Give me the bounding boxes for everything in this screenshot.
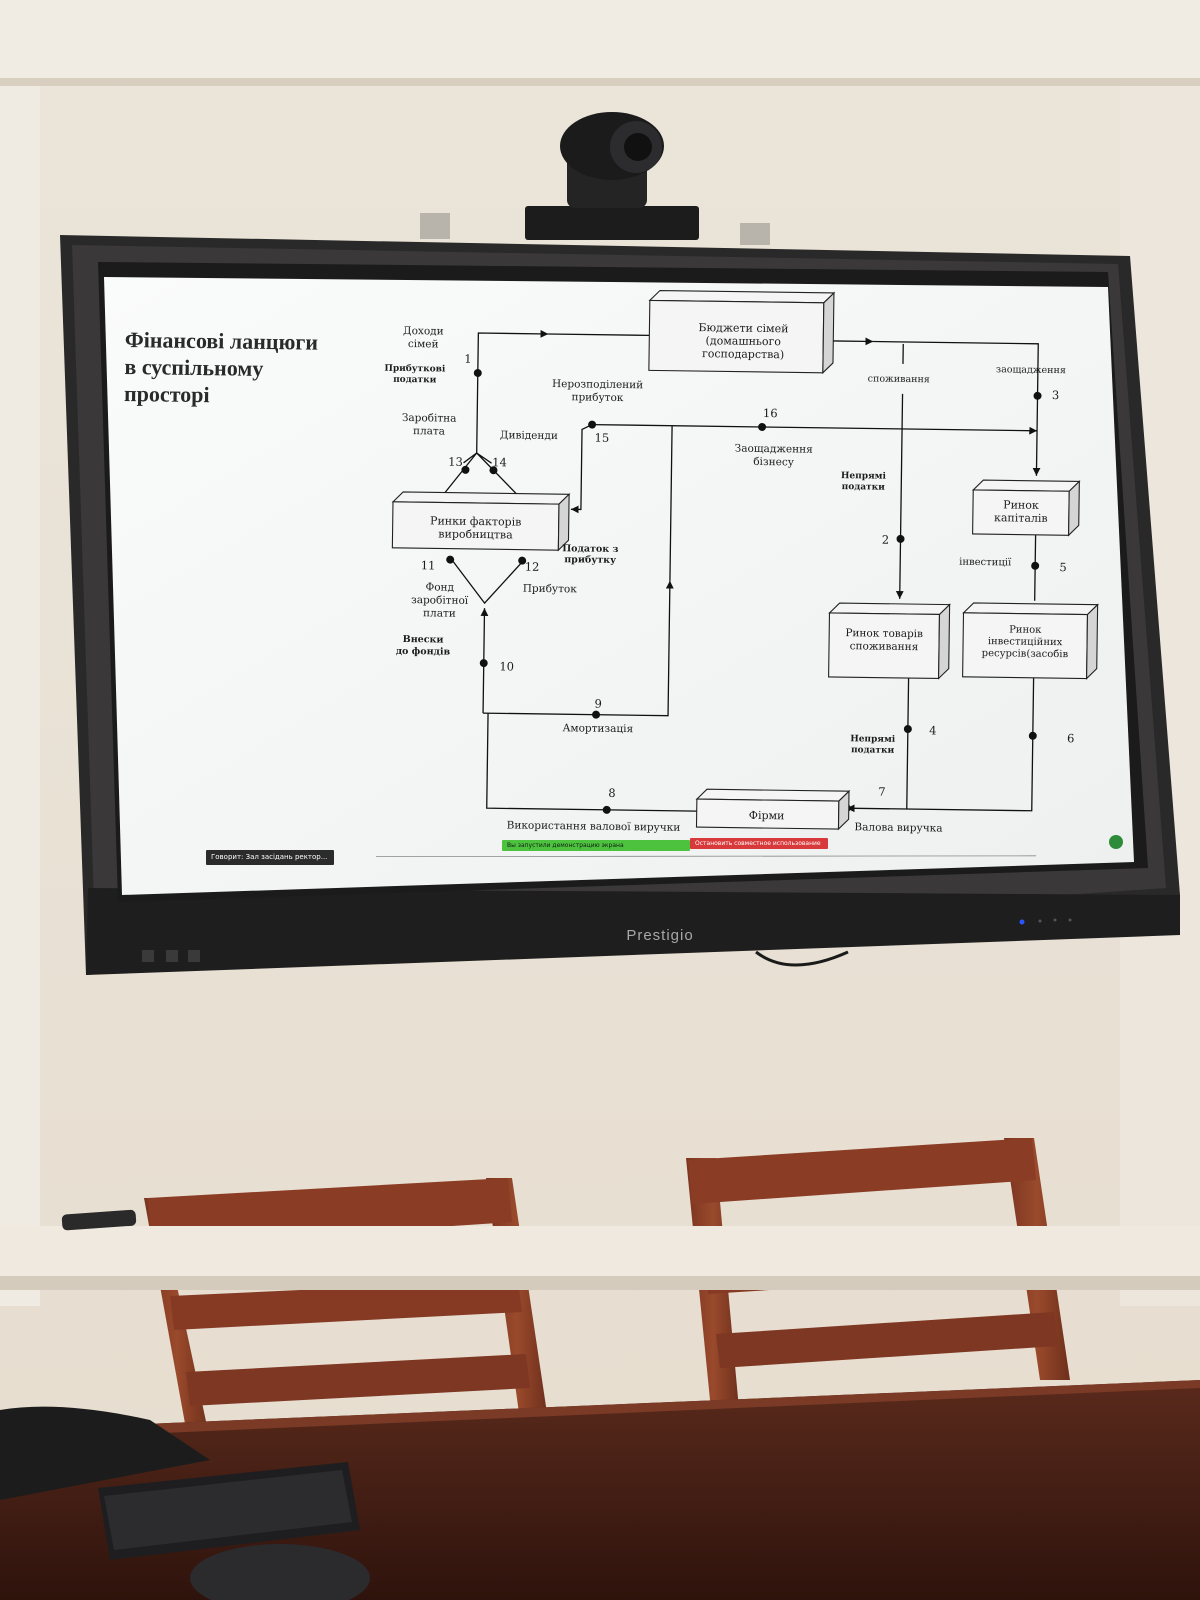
monitor bbox=[60, 235, 1180, 975]
node-dot bbox=[1031, 561, 1040, 570]
dividends-label: Дивіденди bbox=[500, 429, 558, 442]
screen-sharing-banner: Вы запустили демонстрацию экрана bbox=[502, 840, 690, 851]
flow-diagram bbox=[376, 289, 1099, 858]
capital-market-box-label: Риноккапіталів bbox=[994, 498, 1048, 525]
node-number: 5 bbox=[1059, 560, 1067, 574]
investment-market-box-label: Ринокінвестиційнихресурсів(засобів bbox=[982, 624, 1069, 660]
mouse bbox=[190, 1544, 370, 1600]
indirect-taxes-label: Непряміподатки bbox=[841, 471, 887, 493]
speaker-indicator: Говорит: Зал засідань ректор... bbox=[206, 850, 334, 865]
slide-title: Фінансові ланцюги в суспільному просторі bbox=[123, 326, 319, 408]
share-status-icon bbox=[1109, 835, 1123, 849]
households-box-label: Бюджети сімей(домашньогогосподарства) bbox=[698, 321, 789, 361]
node-number: 16 bbox=[763, 406, 778, 420]
node-dot bbox=[1028, 731, 1037, 740]
business-savings-label: Заощадженнябізнесу bbox=[734, 443, 813, 469]
remote-control bbox=[61, 1209, 137, 1231]
diagram-text: Бюджети сімей(домашньогогосподарства) Рин… bbox=[384, 321, 1075, 834]
node-number: 8 bbox=[608, 786, 616, 800]
node-number: 12 bbox=[525, 560, 540, 574]
wage-fund-label: Фондзаробітноїплати bbox=[411, 581, 469, 620]
node-number: 10 bbox=[499, 659, 514, 673]
node-number: 13 bbox=[448, 455, 463, 469]
screen bbox=[104, 277, 1134, 895]
node-dot bbox=[602, 805, 611, 814]
conference-camera bbox=[420, 112, 770, 245]
node-dot bbox=[896, 534, 905, 543]
depreciation-label: Амортизація bbox=[562, 722, 633, 735]
node-dot bbox=[758, 422, 767, 431]
node-dot bbox=[461, 465, 470, 474]
node-dot bbox=[588, 420, 597, 429]
node-dot bbox=[518, 556, 527, 565]
gross-revenue-use-label: Використання валової виручки bbox=[507, 819, 681, 833]
gross-revenue-label: Валова виручка bbox=[854, 821, 942, 834]
income-tax-label: Прибутковіподатки bbox=[384, 363, 446, 386]
node-dot bbox=[489, 466, 498, 475]
monitor-brand: Prestigio bbox=[626, 927, 693, 944]
node-number: 14 bbox=[492, 455, 507, 469]
alcove-left-edge bbox=[0, 86, 40, 1306]
node-number: 15 bbox=[594, 431, 609, 445]
stop-sharing-button[interactable]: Остановить совместное использование bbox=[690, 838, 828, 849]
consumption-label: споживання bbox=[868, 373, 930, 385]
savings-label: заощадження bbox=[996, 364, 1066, 376]
fund-contributions-label: Внескидо фондів bbox=[396, 634, 451, 658]
indirect-taxes-label: Непряміподатки bbox=[850, 734, 896, 756]
bag bbox=[0, 1406, 210, 1500]
ceiling-molding bbox=[0, 0, 1200, 80]
node-dot bbox=[473, 368, 482, 377]
node-number: 4 bbox=[929, 723, 937, 737]
investments-label: інвестиції bbox=[959, 557, 1012, 569]
node-number: 11 bbox=[421, 558, 436, 572]
node-number: 9 bbox=[594, 697, 602, 711]
family-income-label: Доходисімей bbox=[403, 325, 444, 351]
factor-markets-box-label: Ринки факторіввиробництва bbox=[430, 514, 522, 541]
node-dot bbox=[592, 710, 601, 719]
wall-shelf bbox=[0, 1226, 1200, 1278]
node-dot bbox=[903, 725, 912, 734]
profit-tax-label: Податок зприбутку bbox=[562, 543, 619, 566]
node-dot bbox=[446, 555, 455, 564]
node-number: 3 bbox=[1052, 388, 1060, 402]
node-number: 7 bbox=[878, 785, 886, 799]
node-number: 1 bbox=[464, 352, 472, 366]
profit-label: Прибуток bbox=[523, 583, 578, 596]
firms-box-label: Фірми bbox=[749, 809, 785, 822]
undistributed-profit-label: Нерозподіленийприбуток bbox=[552, 378, 644, 404]
node-number: 2 bbox=[882, 533, 890, 547]
node-dot bbox=[479, 659, 488, 668]
consumer-market-box-label: Ринок товарівспоживання bbox=[845, 627, 923, 653]
wages-label: Заробітнаплата bbox=[402, 412, 457, 438]
node-number: 6 bbox=[1067, 731, 1075, 745]
node-dot bbox=[1033, 391, 1042, 400]
